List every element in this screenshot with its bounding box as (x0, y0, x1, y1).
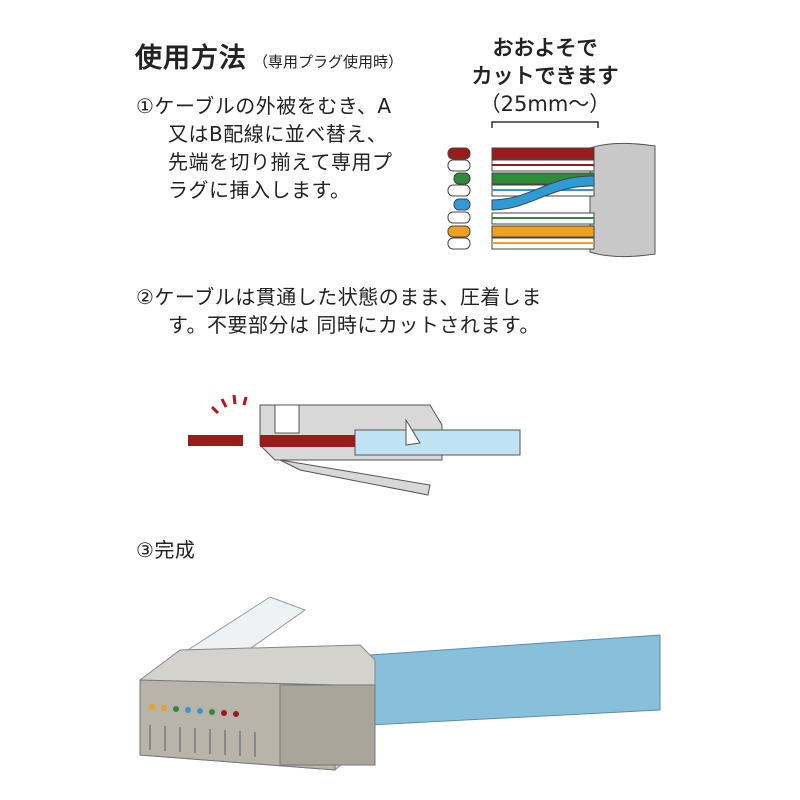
cut-spark-icon (210, 394, 248, 415)
step-2-text: ②ケーブルは貫通した状態のまま、圧着しま す。不要部分は 同時にカットされます。 (136, 283, 596, 339)
cut-wire-piece (188, 435, 243, 446)
note-line-1: おおよそで (492, 36, 598, 60)
wire-brown (491, 147, 595, 160)
step-2-line: ②ケーブルは貫通した状態のまま、圧着しま (136, 285, 542, 309)
note-length: （25mm〜） (479, 92, 611, 116)
wire-orange (491, 225, 595, 238)
plug-latch (279, 459, 431, 496)
subtitle: （専用プラグ使用時） (253, 53, 404, 71)
finished-plug-illustration (139, 596, 661, 771)
step-3-line: ③完成 (136, 538, 196, 562)
cable-blue (369, 634, 661, 726)
title-text: 使用方法 (135, 43, 247, 74)
contact-blades (149, 725, 256, 757)
shield-side (279, 684, 376, 766)
measure-bracket (491, 121, 599, 128)
step-2-line: す。不要部分は 同時にカットされます。 (168, 313, 540, 337)
wire-blue (491, 175, 595, 211)
cable (354, 429, 521, 456)
crimp-illustration (188, 394, 521, 496)
wire-bundle (491, 147, 595, 250)
cable-jacket (589, 142, 656, 258)
step-3-text: ③完成 (136, 536, 195, 564)
stripped-cable-illustration (447, 121, 656, 258)
step-1-line: ①ケーブルの外被をむき、A (136, 94, 392, 118)
cut-length-note: おおよそで カットできます （25mm〜） (455, 34, 635, 118)
wire-in-plug (260, 435, 355, 447)
step-1-line: 又はB配線に並べ替え、 (168, 122, 388, 146)
step-1-text: ①ケーブルの外被をむき、A 又はB配線に並べ替え、 先端を切り揃えて専用プ ラグ… (136, 92, 436, 204)
wire-ends (447, 147, 471, 250)
step-1-line: 先端を切り揃えて専用プ (168, 150, 393, 174)
page-title: 使用方法 （専用プラグ使用時） (135, 36, 403, 75)
plug-contacts (149, 704, 239, 717)
step-1-line: ラグに挿入します。 (168, 178, 351, 202)
plug-contact (274, 404, 300, 434)
note-line-2: カットできます (471, 64, 619, 88)
